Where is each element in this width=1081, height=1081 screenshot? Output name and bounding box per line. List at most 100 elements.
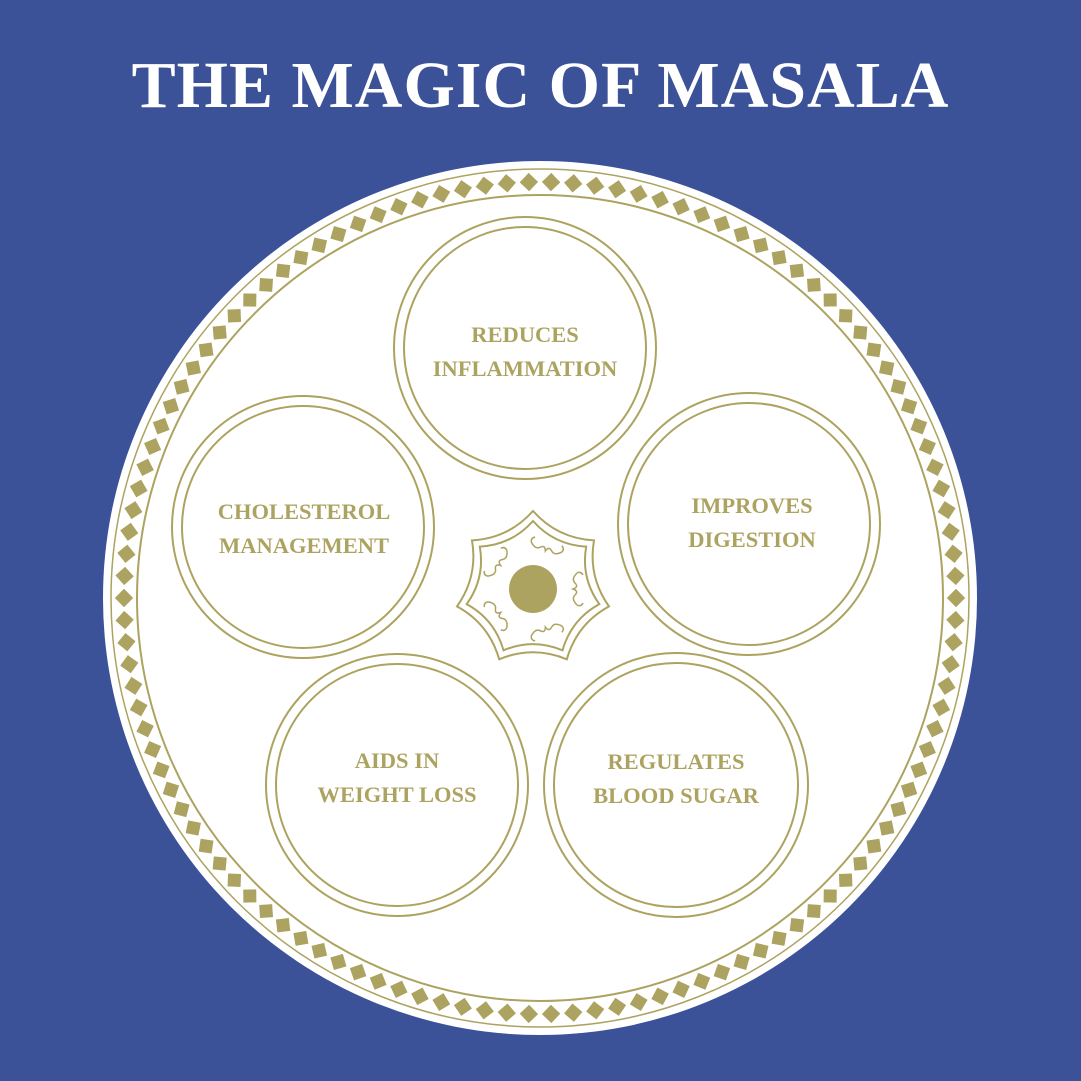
benefit-bowl-aids-in-weight-loss: AIDS IN WEIGHT LOSS — [265, 653, 529, 917]
benefit-label-line2: WEIGHT LOSS — [317, 782, 476, 807]
border-diamond — [293, 250, 309, 266]
border-diamond — [733, 226, 750, 243]
benefit-bowl-improves-digestion: IMPROVES DIGESTION — [617, 392, 881, 656]
border-diamond — [752, 237, 769, 254]
border-diamond — [173, 378, 190, 395]
border-diamond — [918, 437, 936, 456]
border-diamond — [564, 174, 583, 193]
benefit-label-line1: AIDS IN — [355, 748, 439, 773]
border-diamond — [243, 293, 257, 307]
border-diamond — [243, 889, 257, 903]
border-diamond — [713, 963, 731, 981]
benefit-label-line2: DIGESTION — [688, 527, 816, 552]
border-diamond — [937, 501, 956, 520]
border-diamond — [771, 930, 787, 946]
benefit-label-line1: IMPROVES — [691, 493, 812, 518]
border-diamond — [330, 226, 347, 243]
border-diamond — [275, 917, 291, 933]
border-diamond — [910, 417, 928, 435]
border-diamond — [411, 987, 429, 1006]
border-diamond — [937, 676, 956, 695]
border-diamond — [117, 633, 136, 652]
border-diamond — [806, 277, 821, 292]
border-diamond — [136, 458, 154, 477]
border-diamond — [390, 980, 408, 998]
border-diamond — [586, 176, 605, 195]
ornament-outer-frame — [455, 509, 611, 661]
border-diamond — [519, 172, 539, 192]
border-diamond — [946, 566, 965, 586]
border-diamond — [838, 873, 853, 887]
border-diamond — [629, 993, 648, 1012]
border-diamond — [152, 761, 170, 779]
border-diamond — [910, 761, 928, 779]
border-diamond — [124, 676, 143, 695]
border-diamond — [475, 176, 494, 195]
border-diamond — [866, 342, 882, 358]
border-diamond — [941, 655, 960, 674]
benefit-label-line1: REGULATES — [607, 749, 744, 774]
border-diamond — [227, 873, 242, 887]
border-diamond — [890, 801, 907, 818]
border-diamond — [823, 889, 837, 903]
border-diamond — [519, 1004, 539, 1024]
border-diamond — [411, 190, 429, 209]
border-diamond — [129, 479, 148, 498]
border-diamond — [259, 277, 274, 292]
border-diamond — [541, 172, 561, 192]
center-ornament — [455, 509, 611, 661]
benefit-bowl-cholesterol-management: CHOLESTEROL MANAGEMENT — [171, 395, 435, 659]
border-diamond — [349, 215, 367, 233]
border-diamond — [866, 838, 882, 854]
border-diamond — [941, 522, 960, 541]
border-diamond — [853, 856, 868, 871]
border-diamond — [823, 293, 837, 307]
border-diamond — [672, 980, 690, 998]
border-diamond — [144, 740, 162, 759]
border-diamond — [946, 610, 965, 630]
benefit-label-line1: CHOLESTEROL — [218, 499, 391, 524]
border-diamond — [497, 174, 516, 193]
border-diamond — [789, 263, 805, 279]
border-diamond — [879, 360, 895, 376]
border-diamond — [212, 325, 227, 340]
ornament-flourish — [570, 571, 584, 607]
border-diamond — [185, 360, 201, 376]
border-diamond — [114, 588, 134, 608]
border-diamond — [752, 942, 769, 959]
border-diamond — [120, 522, 139, 541]
border-diamond — [926, 458, 944, 477]
border-diamond — [693, 206, 711, 224]
border-diamond — [115, 610, 134, 630]
border-diamond — [693, 972, 711, 990]
border-diamond — [838, 309, 853, 323]
border-diamond — [629, 184, 648, 203]
border-diamond — [918, 740, 936, 759]
ornament-flourish — [530, 536, 565, 555]
border-diamond — [475, 1001, 494, 1020]
ornament-flourish — [483, 601, 508, 632]
border-diamond — [733, 953, 750, 970]
border-diamond — [890, 378, 907, 395]
border-diamond — [369, 972, 387, 990]
border-diamond — [771, 250, 787, 266]
border-diamond — [432, 993, 451, 1012]
diamond-border — [114, 172, 966, 1024]
border-diamond — [227, 309, 242, 323]
border-diamond — [932, 479, 951, 498]
border-diamond — [117, 544, 136, 563]
border-diamond — [900, 398, 918, 415]
border-diamond — [713, 215, 731, 233]
border-diamond — [185, 820, 201, 836]
benefit-label-line2: BLOOD SUGAR — [593, 783, 759, 808]
border-diamond — [879, 820, 895, 836]
border-diamond — [311, 942, 328, 959]
benefit-bowl-reduces-inflammation: REDUCES INFLAMMATION — [393, 216, 657, 480]
border-diamond — [944, 633, 963, 652]
benefit-bowl-regulates-blood-sugar: REGULATES BLOOD SUGAR — [543, 652, 809, 918]
border-diamond — [152, 417, 170, 435]
border-diamond — [144, 437, 162, 456]
border-diamond — [115, 566, 134, 586]
border-diamond — [926, 719, 944, 738]
ornament-flourishes — [483, 536, 584, 642]
